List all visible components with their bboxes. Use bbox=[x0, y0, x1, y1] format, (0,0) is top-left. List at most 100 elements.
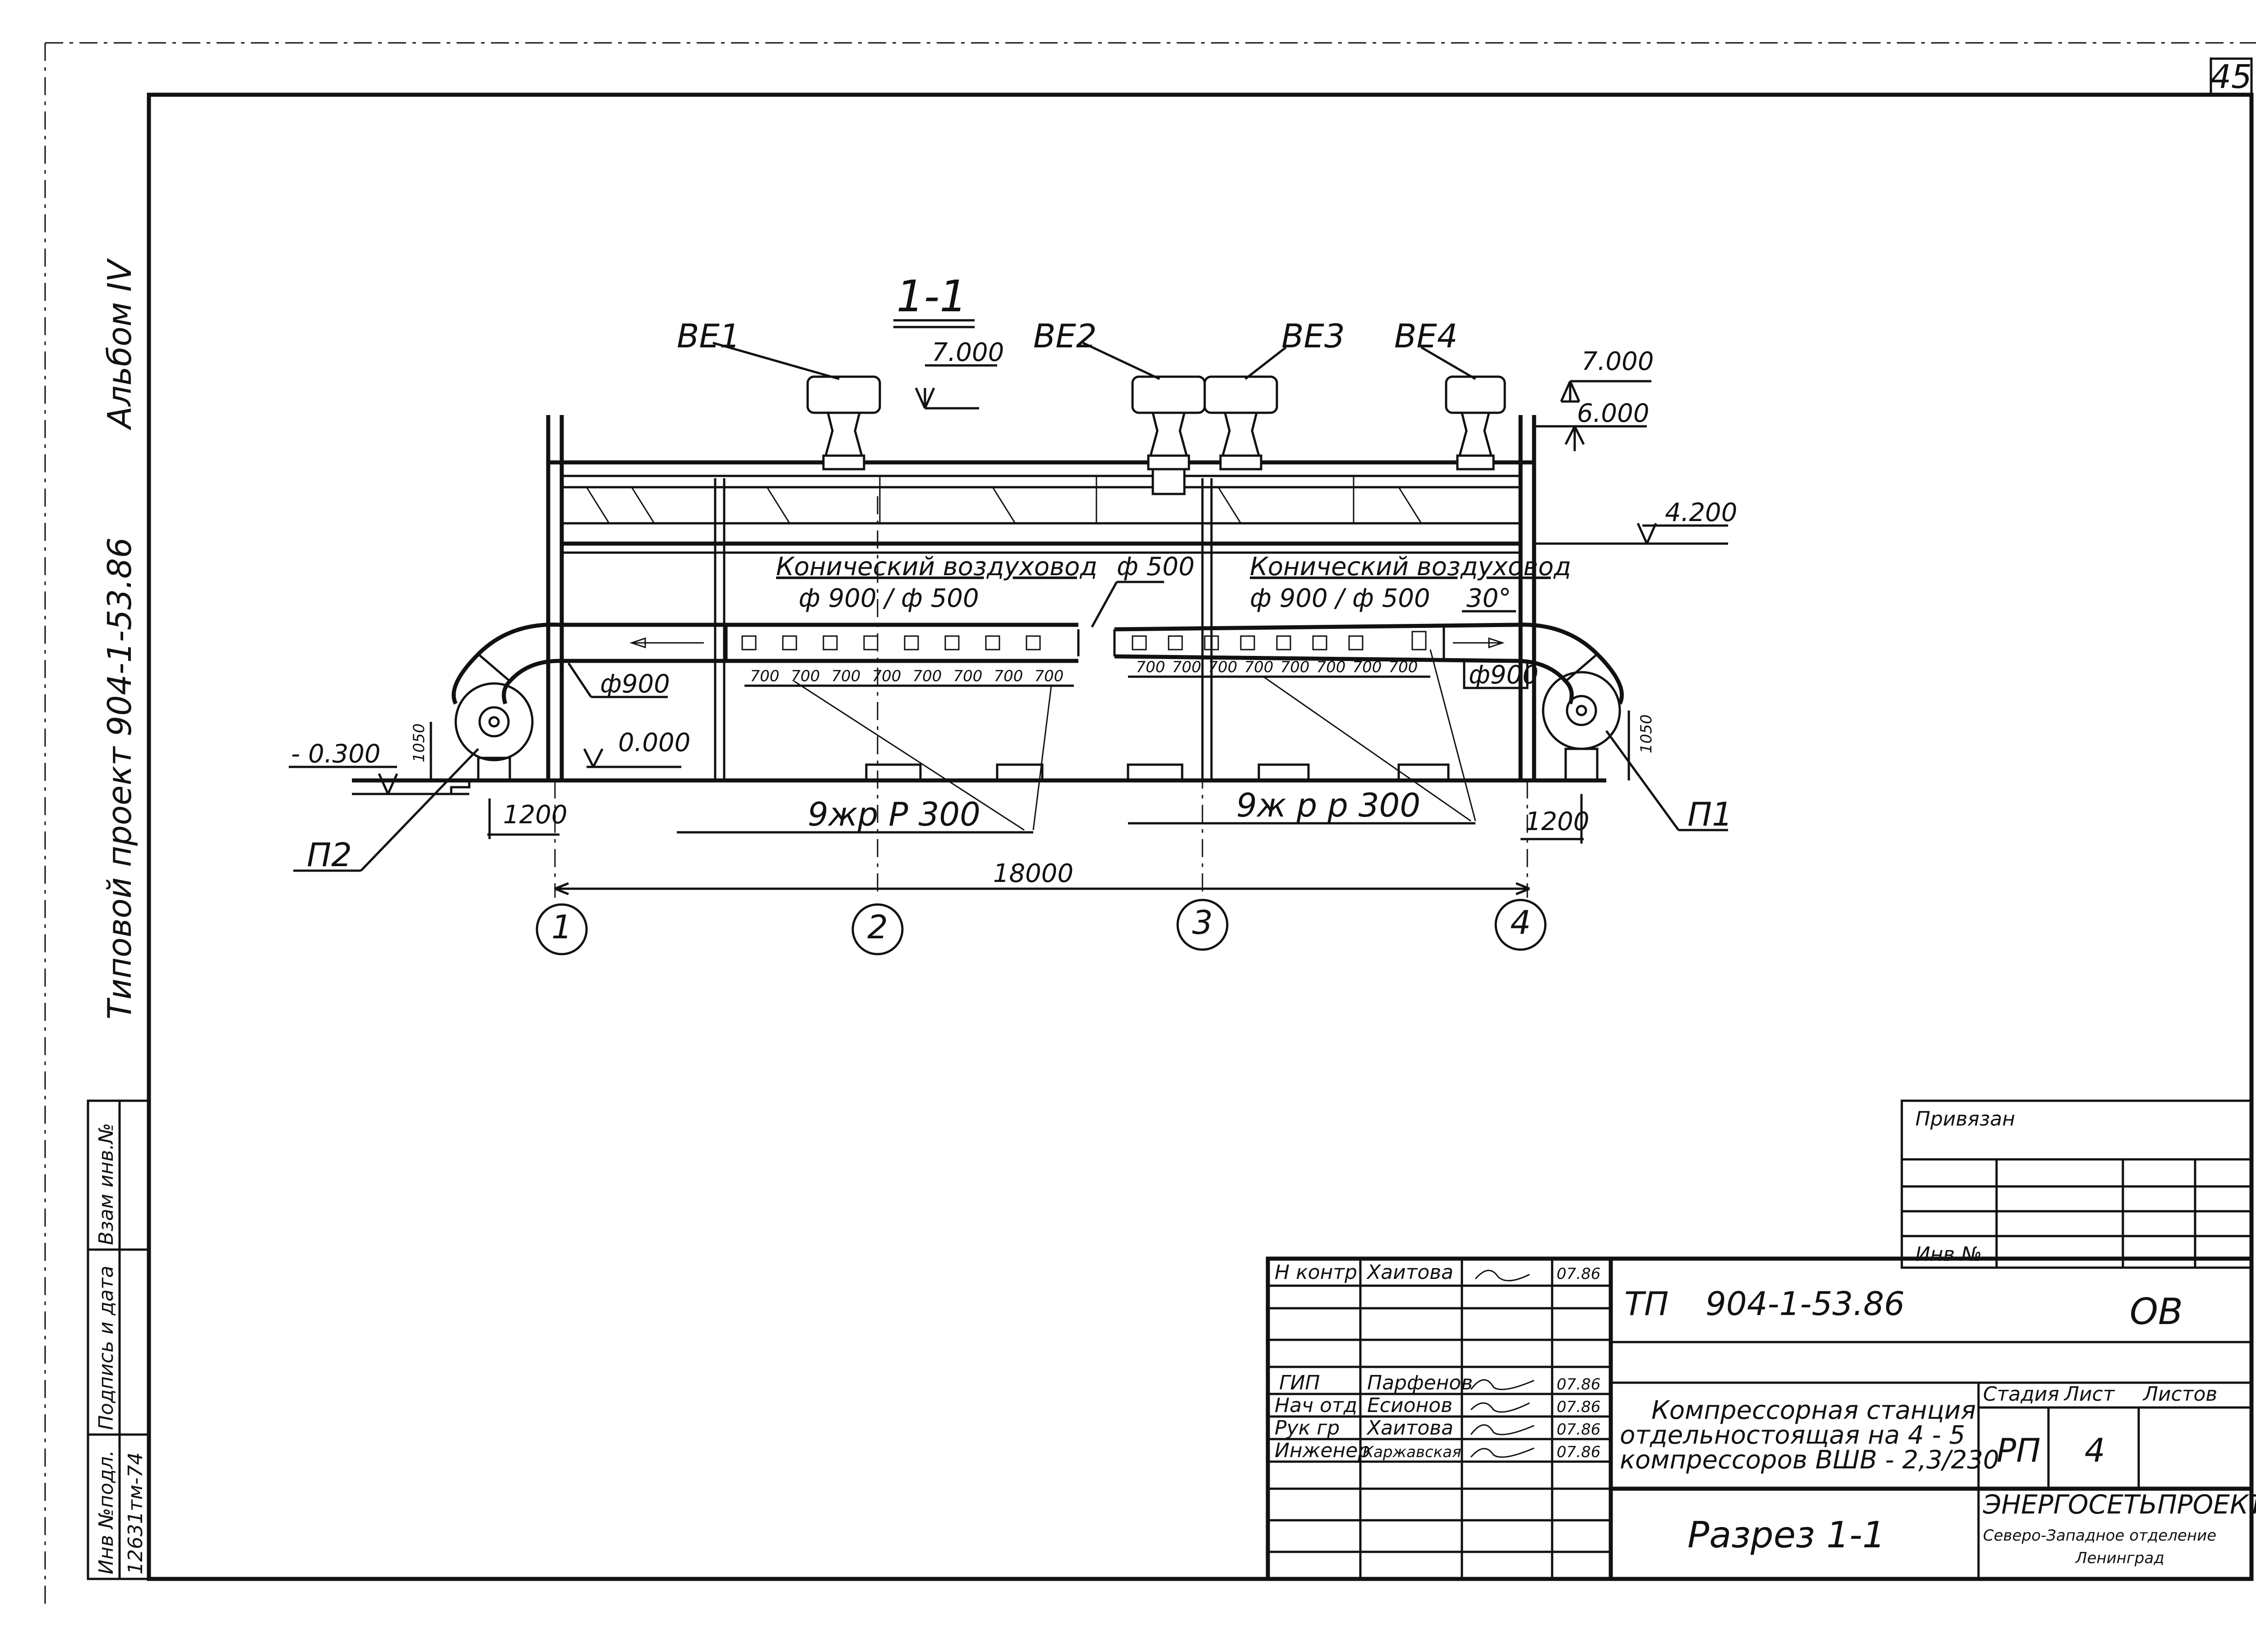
svg-text:4.200: 4.200 bbox=[1665, 498, 1737, 527]
level-mark-7000-right: 7.000 bbox=[1560, 347, 1654, 403]
unit-p1 bbox=[1542, 671, 1621, 782]
duct-left-size: ф 900 / ф 500 bbox=[799, 584, 979, 613]
sheet-frame bbox=[147, 92, 2254, 1581]
roof-fan-ve3 bbox=[1203, 375, 1278, 471]
dim-1200-left: 1200 bbox=[487, 798, 568, 839]
stamp-date-2: 07.86 bbox=[1557, 1375, 1600, 1394]
margin-inv-podl-value: 12631тм-74 bbox=[124, 1452, 147, 1574]
stamp-code-prefix: ТП bbox=[1624, 1285, 1669, 1323]
svg-text:1050: 1050 bbox=[410, 723, 428, 762]
stamp-mark: ОВ bbox=[2130, 1291, 2183, 1333]
grilles-right bbox=[1132, 631, 1427, 651]
svg-text:700: 700 bbox=[913, 667, 942, 685]
svg-text:700: 700 bbox=[1244, 658, 1274, 676]
spacing-left-labels: 700 700 700 700 700 700 700 700 bbox=[750, 667, 1064, 685]
fan-label-ve3: ВЕ3 bbox=[1281, 317, 1345, 355]
fan-label-ve2: ВЕ2 bbox=[1033, 317, 1097, 355]
svg-text:1: 1 bbox=[551, 908, 572, 946]
svg-text:18000: 18000 bbox=[993, 859, 1073, 888]
sheet-number-box bbox=[2210, 57, 2253, 96]
svg-text:700: 700 bbox=[994, 667, 1023, 685]
stamp-stadia-label: Стадия bbox=[1983, 1383, 2059, 1406]
svg-text:700: 700 bbox=[1208, 658, 1238, 676]
sheet-number: 45 bbox=[2210, 58, 2252, 96]
margin-inv-podl: Инв №подл. bbox=[95, 1450, 118, 1574]
stamp-date-5: 07.86 bbox=[1557, 1443, 1600, 1461]
stamp-inv-no: Инв № bbox=[1915, 1243, 1982, 1266]
svg-text:- 0.300: - 0.300 bbox=[291, 739, 380, 769]
svg-text:7.000: 7.000 bbox=[932, 338, 1004, 367]
stamp-list-label: Лист bbox=[2063, 1383, 2115, 1406]
stamp-code: 904-1-53.86 bbox=[1706, 1285, 1905, 1323]
level-mark-6000: 6.000 bbox=[1534, 399, 1649, 451]
stamp-list: 4 bbox=[2085, 1431, 2105, 1469]
stamp-signatures bbox=[1470, 1269, 1535, 1458]
unit-label-p1: П1 bbox=[1687, 795, 1733, 833]
svg-text:700: 700 bbox=[1172, 658, 1202, 676]
svg-text:700: 700 bbox=[750, 667, 780, 685]
svg-text:700: 700 bbox=[953, 667, 983, 685]
stamp-date-3: 07.86 bbox=[1557, 1398, 1600, 1416]
roof-fan-ve1 bbox=[806, 375, 881, 471]
stamp-role-inzhener: Инженер bbox=[1275, 1439, 1370, 1462]
unit-p2 bbox=[454, 682, 534, 782]
svg-text:700: 700 bbox=[1136, 658, 1165, 676]
dim-1050-right: 1050 bbox=[1627, 711, 1655, 780]
dim-1050-left: 1050 bbox=[410, 722, 432, 780]
stamp-role-ruk-gr: Рук гр bbox=[1275, 1417, 1340, 1440]
foundation-pads bbox=[865, 763, 1450, 782]
svg-text:700: 700 bbox=[1317, 658, 1346, 676]
stamp-name-5: Каржавская bbox=[1363, 1443, 1461, 1461]
grille-right-label: 9ж р р 300 bbox=[1236, 786, 1420, 824]
stamp-stadia: РП bbox=[1997, 1431, 2041, 1469]
stamp-name-2: Парфенов bbox=[1367, 1371, 1473, 1394]
phi900-left-label: ф900 bbox=[600, 669, 670, 699]
stamp-name-1: Хаитова bbox=[1366, 1261, 1453, 1284]
stamp-date-4: 07.86 bbox=[1557, 1421, 1600, 1439]
grille-left-label: 9жр Р 300 bbox=[808, 795, 980, 833]
album-label: Альбом IV bbox=[101, 258, 139, 430]
duct-elbow-left bbox=[452, 623, 560, 705]
svg-text:1050: 1050 bbox=[1637, 714, 1655, 753]
svg-text:700: 700 bbox=[1389, 658, 1418, 676]
stamp-name-3: Есионов bbox=[1367, 1394, 1452, 1417]
axis-bubble-1: 1 bbox=[536, 903, 588, 955]
stamp-org-line1: ЭНЕРГОСЕТЬПРОЕКТ bbox=[1983, 1489, 2256, 1520]
stamp-role-gip: ГИП bbox=[1279, 1371, 1320, 1394]
duct-left-label: Конический воздуховод bbox=[776, 552, 1097, 581]
dim-1200-right: 1200 bbox=[1521, 794, 1590, 844]
level-mark-minus300: - 0.300 bbox=[289, 739, 398, 795]
level-mark-4200: 4.200 bbox=[1534, 498, 1737, 545]
svg-text:700: 700 bbox=[1281, 658, 1310, 676]
margin-table: Взам инв.№ Подпись и дата Инв №подл. 126… bbox=[87, 1099, 150, 1580]
roof-fan-ve2 bbox=[1131, 375, 1206, 495]
axis-bubble-4: 4 bbox=[1494, 899, 1547, 951]
section-title: 1-1 bbox=[897, 271, 967, 322]
margin-podpis-data: Подпись и дата bbox=[95, 1266, 118, 1430]
svg-text:700: 700 bbox=[1035, 667, 1064, 685]
svg-text:3: 3 bbox=[1192, 904, 1213, 941]
stamp-listov-label: Листов bbox=[2142, 1383, 2217, 1406]
angle-30-label: 30° bbox=[1466, 584, 1511, 613]
stamp-role-nach-otd: Нач отд bbox=[1275, 1394, 1357, 1417]
stamp-title-line1: Компрессорная станция bbox=[1651, 1396, 1976, 1425]
svg-text:1200: 1200 bbox=[1525, 807, 1590, 836]
duct-right-label: Конический воздуховод bbox=[1250, 552, 1571, 581]
svg-text:6.000: 6.000 bbox=[1577, 399, 1649, 428]
project-margin-label: Типовой проект 904-1-53.86 bbox=[101, 537, 139, 1020]
svg-text:0.000: 0.000 bbox=[618, 728, 690, 757]
duct-left-main bbox=[559, 623, 1080, 663]
level-mark-0000: 0.000 bbox=[583, 728, 690, 768]
stamp-date-1: 07.86 bbox=[1557, 1265, 1600, 1283]
duct-right-main bbox=[1113, 623, 1516, 663]
roof-fan-ve4 bbox=[1445, 375, 1506, 471]
section-drawing: 1-1 bbox=[289, 271, 1737, 955]
svg-text:700: 700 bbox=[872, 667, 901, 685]
stamp-title-line3: компрессоров ВШВ - 2,3/230 bbox=[1620, 1445, 1999, 1475]
grilles-left bbox=[741, 635, 1041, 651]
phi500-label: ф 500 bbox=[1117, 552, 1195, 581]
stamp-name-4: Хаитова bbox=[1366, 1417, 1453, 1440]
duct-right-size: ф 900 / ф 500 bbox=[1250, 584, 1430, 613]
axis-bubble-3: 3 bbox=[1176, 899, 1229, 951]
